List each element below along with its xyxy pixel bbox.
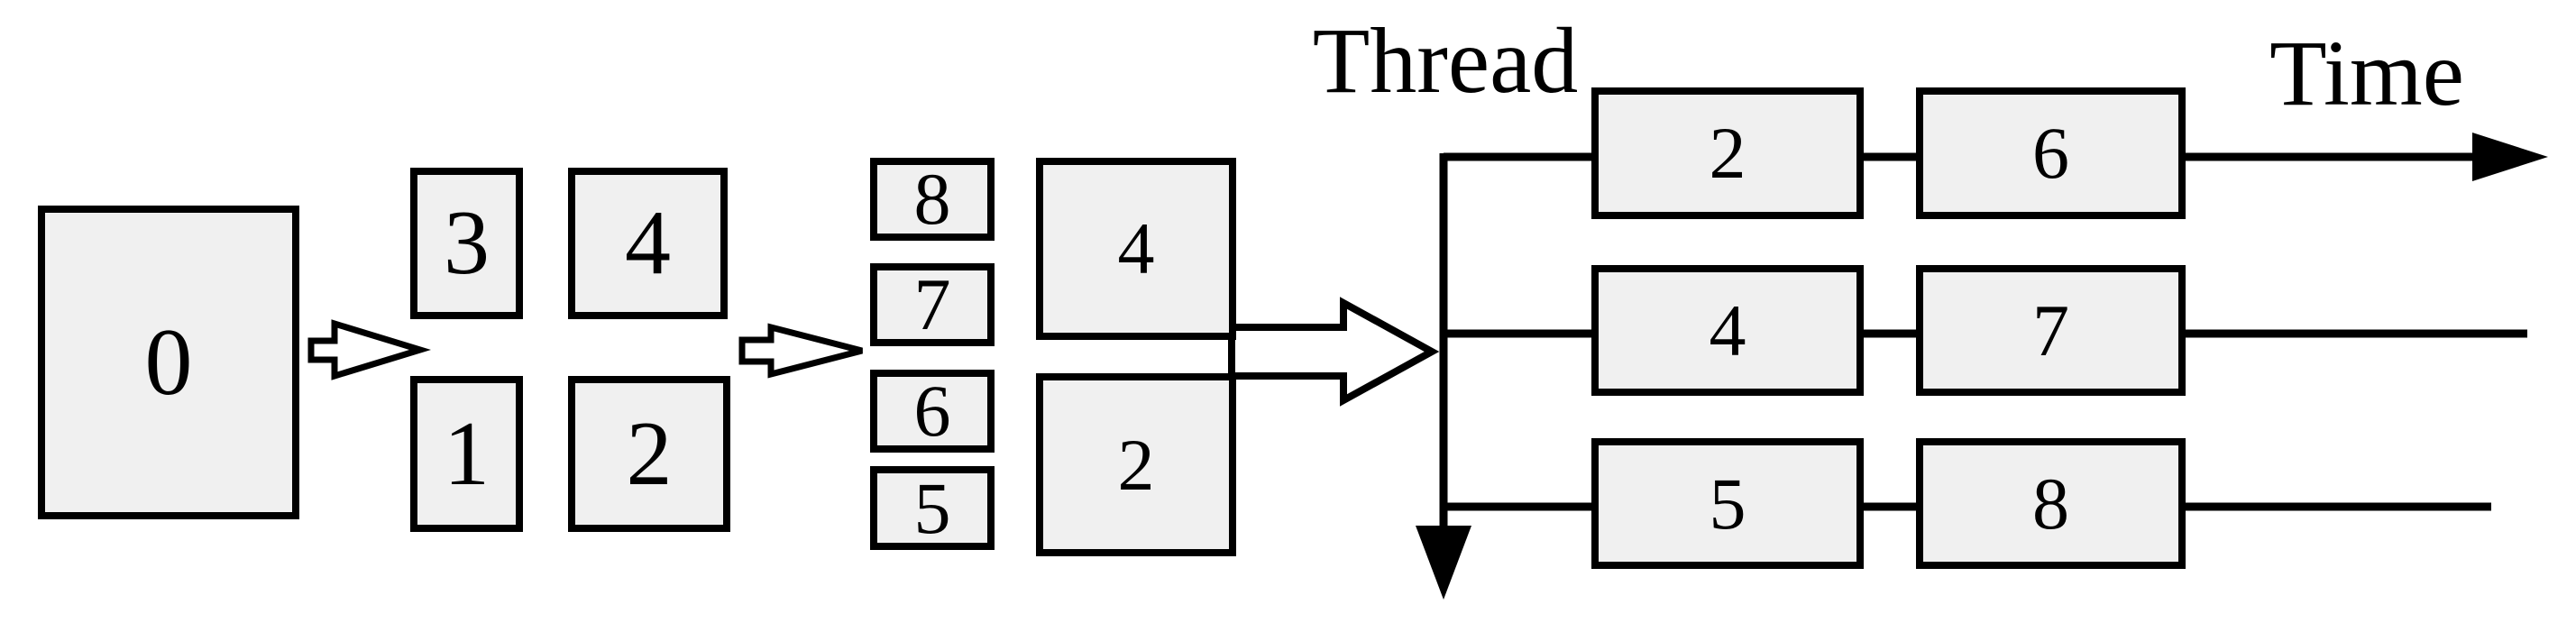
schedule-row2-box-7-label: 7: [2032, 289, 2069, 371]
thread-axis-label: Thread: [1312, 9, 1579, 113]
time-axis-arrowhead-icon: [2472, 133, 2548, 181]
schedule-row1-box-2: 2: [1591, 87, 1864, 219]
subtask-box-2-label: 2: [626, 402, 673, 505]
schedule-row3-box-5: 5: [1591, 438, 1864, 569]
task-box-0-label: 0: [144, 309, 193, 415]
schedule-row2-box-4-label: 4: [1709, 289, 1746, 371]
queue-box-6: 6: [870, 370, 995, 453]
queue-box-8-label: 8: [913, 158, 951, 240]
schedule-row3-box-8: 8: [1916, 438, 2186, 569]
flow-arrow-1-icon: [307, 319, 431, 380]
schedule-row1-box-6: 6: [1916, 87, 2186, 219]
subtask-box-3-label: 3: [444, 192, 490, 294]
queue-box-5-label: 5: [913, 466, 951, 549]
queue-large-box-4-label: 4: [1117, 207, 1155, 289]
queue-box-5: 5: [870, 466, 995, 550]
subtask-box-1-label: 1: [444, 402, 490, 505]
queue-box-7: 7: [870, 263, 995, 346]
thread-axis-arrowhead-icon: [1416, 526, 1471, 600]
time-axis-label: Time: [2269, 22, 2464, 125]
queue-large-box-2: 2: [1036, 373, 1236, 556]
queue-large-box-2-label: 2: [1117, 423, 1155, 506]
schedule-row3-box-5-label: 5: [1709, 462, 1746, 545]
subtask-box-2: 2: [568, 376, 730, 532]
queue-box-7-label: 7: [913, 263, 951, 345]
schedule-row2-box-4: 4: [1591, 265, 1864, 396]
task-box-0: 0: [38, 206, 299, 519]
subtask-box-4: 4: [568, 168, 728, 319]
schedule-row2-box-7: 7: [1916, 265, 2186, 396]
subtask-box-4-label: 4: [625, 192, 671, 294]
subtask-box-3: 3: [410, 168, 523, 319]
queue-box-6-label: 6: [913, 370, 951, 452]
flow-arrow-2-icon: [738, 323, 863, 379]
schedule-row1-box-6-label: 6: [2032, 112, 2069, 194]
subtask-box-1: 1: [410, 376, 523, 532]
schedule-row1-box-2-label: 2: [1709, 112, 1746, 194]
flow-arrow-3-icon: [1228, 297, 1440, 407]
schedule-row3-box-8-label: 8: [2032, 462, 2069, 545]
queue-large-box-4: 4: [1036, 158, 1236, 340]
queue-box-8: 8: [870, 158, 995, 241]
